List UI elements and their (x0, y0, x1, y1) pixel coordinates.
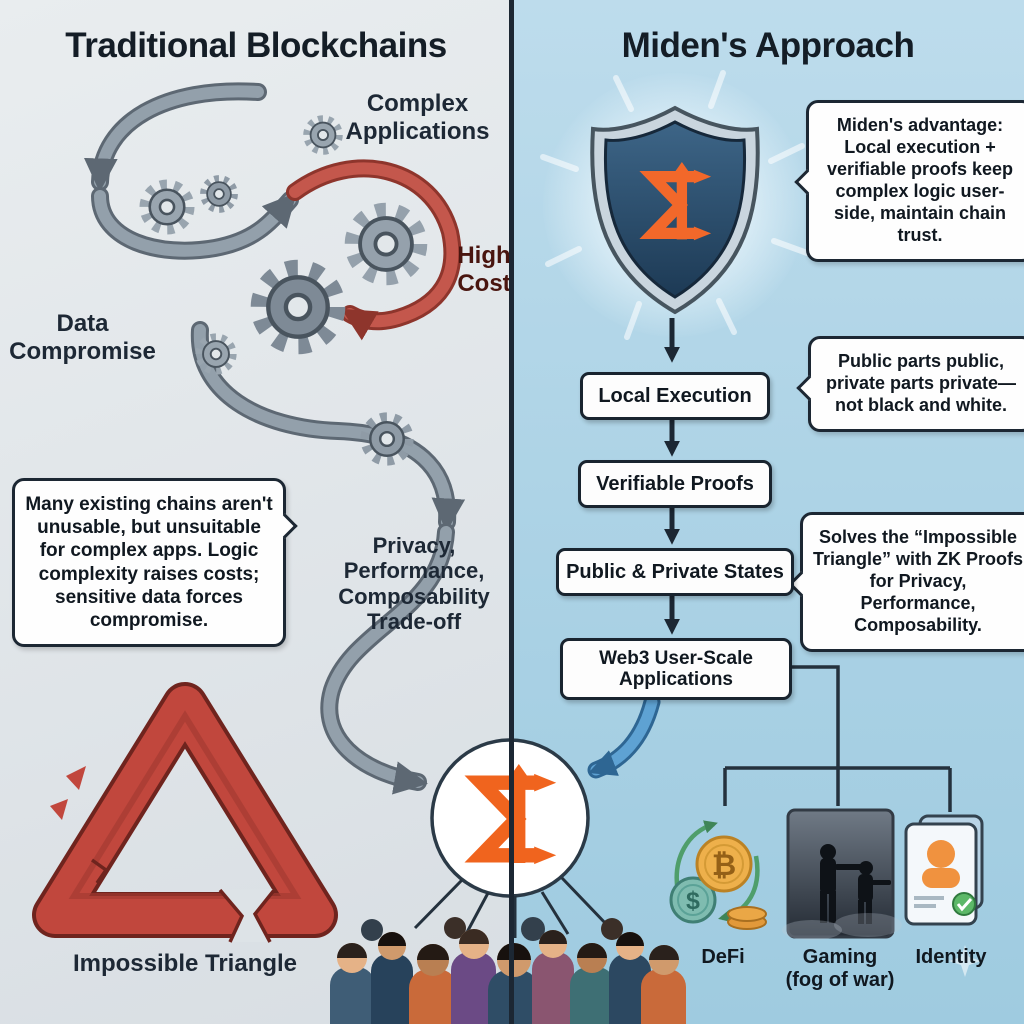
identity-label: Identity (915, 946, 987, 968)
solves-triangle-callout: Solves the “Impossible Triangle” with ZK… (800, 512, 1024, 652)
shield-glow (543, 73, 807, 337)
data-compromise-label: Data Compromise (9, 310, 156, 365)
flow-step-web3-applications: Web3 User-Scale Applications (560, 638, 792, 700)
right-title: Miden's Approach (621, 26, 915, 65)
left-title: Traditional Blockchains (65, 26, 447, 65)
impossible-triangle-label: Impossible Triangle (72, 950, 298, 977)
flow-step-public-private-states: Public & Private States (556, 548, 794, 596)
flow-step-local-execution: Local Execution (580, 372, 770, 420)
miden-advantage-callout: Miden's advantage: Local execution + ver… (806, 100, 1024, 262)
complex-applications-label: Complex Applications (345, 90, 490, 145)
privacy-tradeoff-label: Privacy, Performance, Composability Trad… (338, 533, 490, 634)
flow-step-verifiable-proofs: Verifiable Proofs (578, 460, 772, 508)
panel-divider (509, 0, 514, 1024)
traditional-callout: Many existing chains aren't unusable, bu… (12, 478, 286, 648)
defi-label: DeFi (701, 946, 745, 968)
gaming-label: Gaming (fog of war) (785, 946, 895, 991)
high-cost-label: High Cost (457, 242, 511, 297)
public-private-callout: Public parts public, private parts priva… (808, 336, 1024, 432)
